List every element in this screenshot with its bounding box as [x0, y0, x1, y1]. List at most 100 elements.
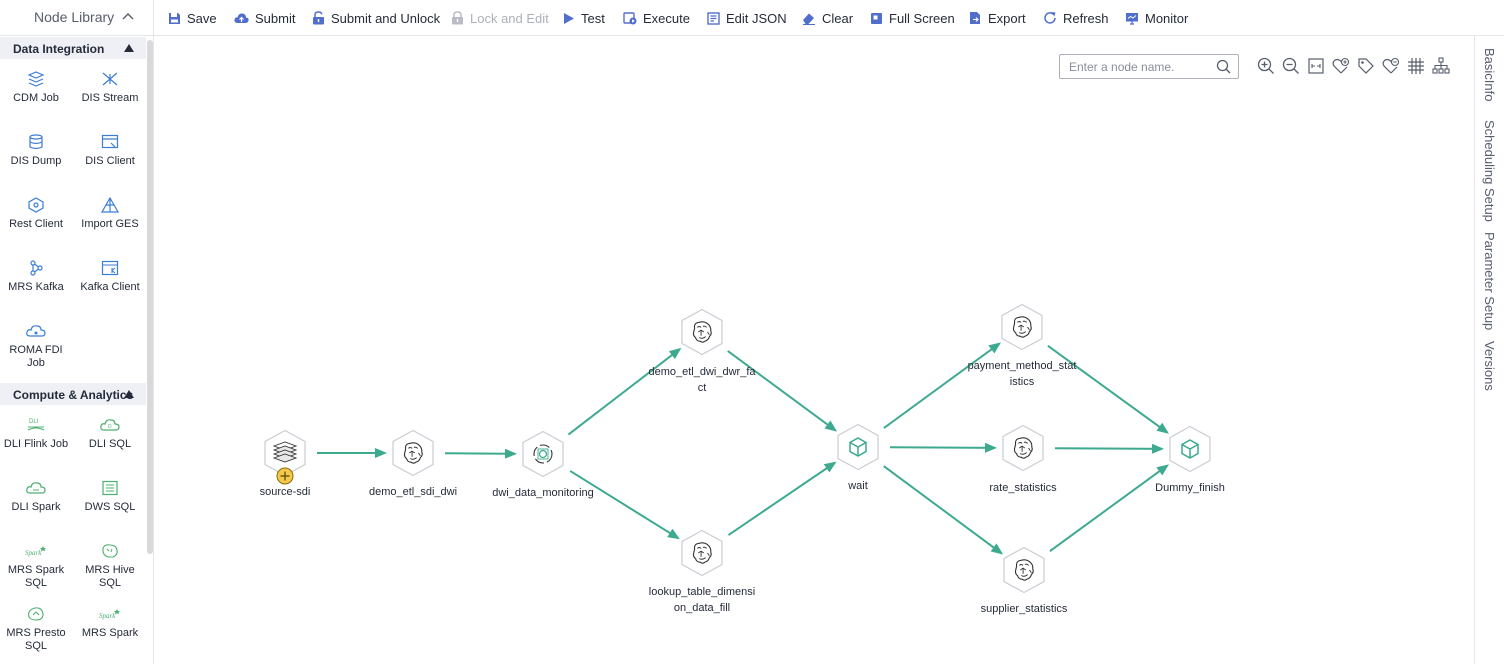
node-label: source-sdi [260, 486, 311, 498]
spark-logo-icon: Spark [25, 546, 46, 557]
node-item-dli-flink-job[interactable]: DLI DLI Flink Job [3, 419, 69, 450]
node-hexagon [681, 529, 723, 577]
node-item-mrs-hive-sql[interactable]: MRS Hive SQL [74, 543, 146, 590]
edge-monitor-to-lookup[interactable] [569, 470, 680, 540]
edge-supplier-to-finish[interactable] [1049, 464, 1169, 552]
zoom-in-icon[interactable] [1257, 57, 1275, 75]
fit-screen-icon[interactable] [1307, 57, 1325, 75]
save-icon [169, 12, 180, 24]
toolbar: Save Submit Submit and Unlock Lock and E… [154, 0, 1504, 36]
node-item-dli-sql[interactable]: D DLI SQL [74, 417, 146, 451]
node-library-panel: Node Library Data Integration CDM Job DI… [0, 0, 154, 664]
tab-parameter-setup[interactable]: Parameter Setup [1482, 232, 1497, 331]
node-item-mrs-spark-sql[interactable]: Spark MRS Spark SQL [0, 543, 72, 590]
edge-payment-to-finish[interactable] [1047, 344, 1169, 434]
execute-button[interactable]: Execute [623, 9, 690, 27]
node-label: Dummy_finish [1155, 482, 1225, 494]
remove-tag-icon[interactable] [1382, 57, 1400, 75]
monitor-button[interactable]: Monitor [1125, 9, 1188, 27]
dli-spark-icon [26, 482, 46, 494]
workflow-node-etl_sdi[interactable]: demo_etl_sdi_dwi [369, 429, 457, 499]
workflow-node-source[interactable]: source-sdi [260, 429, 311, 499]
export-icon [970, 12, 980, 24]
zoom-out-icon[interactable] [1282, 57, 1300, 75]
sidebar-scrollbar[interactable] [147, 40, 153, 554]
node-hexagon [1003, 546, 1045, 594]
submit-button[interactable]: Submit [234, 9, 295, 27]
lock-and-edit-button[interactable]: Lock and Edit [451, 9, 549, 27]
save-button[interactable]: Save [168, 9, 217, 27]
workflow-node-wait[interactable]: wait [837, 423, 879, 493]
dis-stream-icon [102, 72, 118, 86]
search-icon[interactable] [1216, 59, 1231, 74]
edge-fact-to-wait[interactable] [727, 350, 838, 432]
mrs-kafka-icon [30, 260, 43, 276]
refresh-button[interactable]: Refresh [1043, 9, 1109, 27]
edge-rate-to-finish[interactable] [1054, 443, 1165, 454]
edit-json-button[interactable]: Edit JSON [707, 9, 787, 27]
tab-scheduling-setup[interactable]: Scheduling Setup [1482, 120, 1497, 222]
auto-layout-icon[interactable] [1432, 57, 1450, 75]
dis-dump-icon [29, 134, 43, 150]
roma-fdi-icon [26, 325, 46, 337]
node-item-cdm-job[interactable]: CDM Job [0, 71, 72, 105]
edge-wait-to-supplier[interactable] [883, 465, 1004, 555]
workflow-node-rate[interactable]: rate_statistics [989, 424, 1057, 495]
full-screen-button[interactable]: Full Screen [870, 9, 955, 27]
node-hexagon [522, 430, 564, 478]
clear-button[interactable]: Clear [802, 9, 853, 27]
workflow-node-monitor[interactable]: dwi_data_monitoring [492, 430, 594, 500]
edge-lookup-to-wait[interactable] [727, 461, 837, 536]
node-search-input[interactable] [1060, 55, 1210, 78]
dli-sql-icon: D [100, 419, 120, 431]
spark-logo-icon: Spark [99, 609, 120, 620]
import-ges-icon [101, 197, 119, 213]
category-label: Compute & Analytics [13, 388, 134, 402]
node-item-kafka-client[interactable]: Kafka Client [74, 260, 146, 294]
node-item-dws-sql[interactable]: DWS SQL [74, 480, 146, 514]
tab-basic-info[interactable]: BasicInfo [1482, 48, 1497, 102]
category-compute-analytics[interactable]: Compute & Analytics [0, 383, 146, 405]
node-item-rest-client[interactable]: Rest Client [0, 197, 72, 231]
grid-icon[interactable] [1407, 57, 1425, 75]
edge-wait-to-rate[interactable] [889, 442, 998, 453]
right-side-panel: BasicInfo Scheduling Setup Parameter Set… [1474, 36, 1504, 664]
tag-icon[interactable] [1357, 57, 1375, 75]
tab-versions[interactable]: Versions [1482, 341, 1497, 391]
chevron-up-icon[interactable] [121, 9, 135, 23]
rest-client-icon [28, 197, 44, 213]
add-tag-icon[interactable] [1332, 57, 1350, 75]
node-item-dis-stream[interactable]: DIS Stream [74, 71, 146, 105]
workflow-node-supplier[interactable]: supplier_statistics [981, 546, 1068, 616]
svg-text:Spark: Spark [25, 549, 42, 557]
export-button[interactable]: Export [969, 9, 1026, 27]
unlock-icon [313, 11, 324, 25]
node-item-mrs-spark[interactable]: Spark MRS Spark [74, 606, 146, 640]
node-item-import-ges[interactable]: Import GES [74, 197, 146, 231]
monitoring-icon [533, 444, 553, 464]
edge-monitor-to-fact[interactable] [567, 347, 682, 436]
node-item-dis-client[interactable]: DIS Client [74, 134, 146, 168]
test-button[interactable]: Test [563, 9, 605, 27]
cdm-job-icon [27, 71, 45, 87]
svg-text:Spark: Spark [99, 612, 116, 620]
node-item-dis-dump[interactable]: DIS Dump [0, 134, 72, 168]
node-search-box[interactable] [1059, 54, 1239, 79]
add-badge-icon[interactable] [276, 467, 294, 485]
node-item-mrs-presto-sql[interactable]: MRS Presto SQL [0, 606, 72, 653]
edge-wait-to-payment[interactable] [883, 342, 1002, 429]
edge-etl_sdi-to-monitor[interactable] [444, 448, 518, 459]
node-item-dli-spark[interactable]: DLI Spark [0, 480, 72, 514]
node-label: supplier_statistics [981, 603, 1068, 615]
workflow-canvas[interactable]: source-sdi demo_etl_sdi_dwi dwi_data_monit… [154, 36, 1474, 664]
category-data-integration[interactable]: Data Integration [0, 37, 146, 59]
node-item-roma-fdi-job[interactable]: ROMA FDI Job [0, 323, 72, 370]
node-item-mrs-kafka[interactable]: MRS Kafka [0, 260, 72, 294]
node-library-title: Node Library [34, 9, 115, 25]
workflow-node-finish[interactable]: Dummy_finish [1155, 425, 1225, 495]
submit-and-unlock-button[interactable]: Submit and Unlock [312, 9, 440, 27]
